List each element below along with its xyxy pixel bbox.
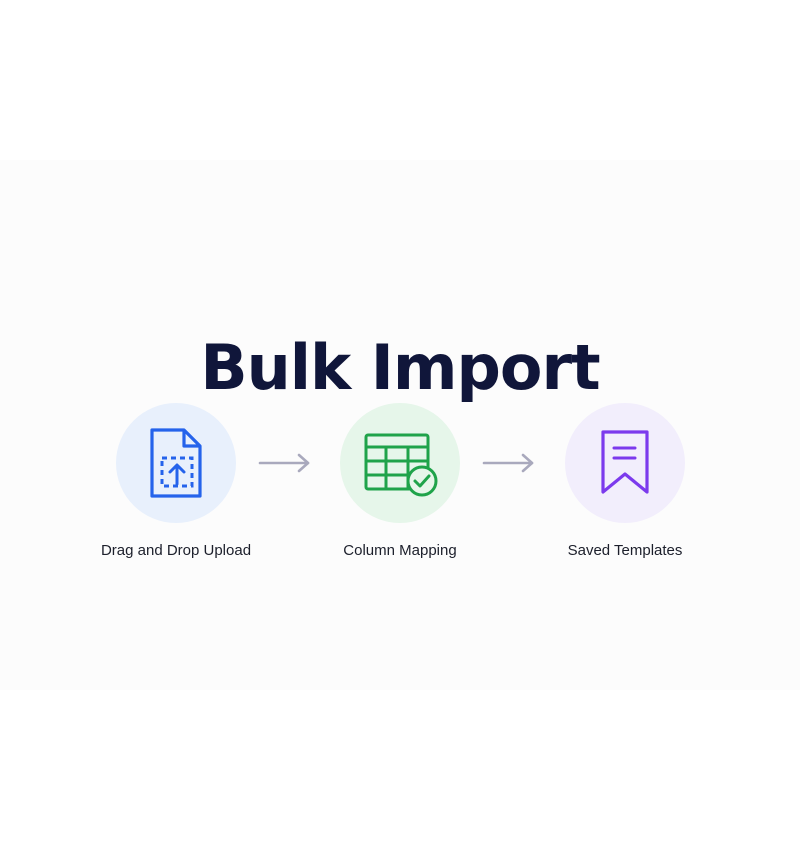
step-icon-badge [340, 403, 460, 523]
step-saved-templates: Saved Templates [505, 403, 745, 561]
step-icon-badge [565, 403, 685, 523]
step-icon-badge [116, 403, 236, 523]
step-label: Column Mapping [343, 542, 457, 559]
bookmark-icon [601, 430, 649, 494]
arrow-right-icon [482, 453, 534, 473]
arrow-right-icon [258, 453, 310, 473]
file-upload-icon [150, 428, 202, 498]
step-column-mapping: Column Mapping [280, 403, 520, 561]
diagram-title: Bulk Import [200, 330, 600, 404]
step-label: Saved Templates [567, 542, 683, 559]
step-drag-and-drop-upload: Drag and Drop Upload [56, 403, 296, 561]
table-check-icon [364, 433, 438, 497]
step-label: Drag and Drop Upload [100, 542, 252, 559]
